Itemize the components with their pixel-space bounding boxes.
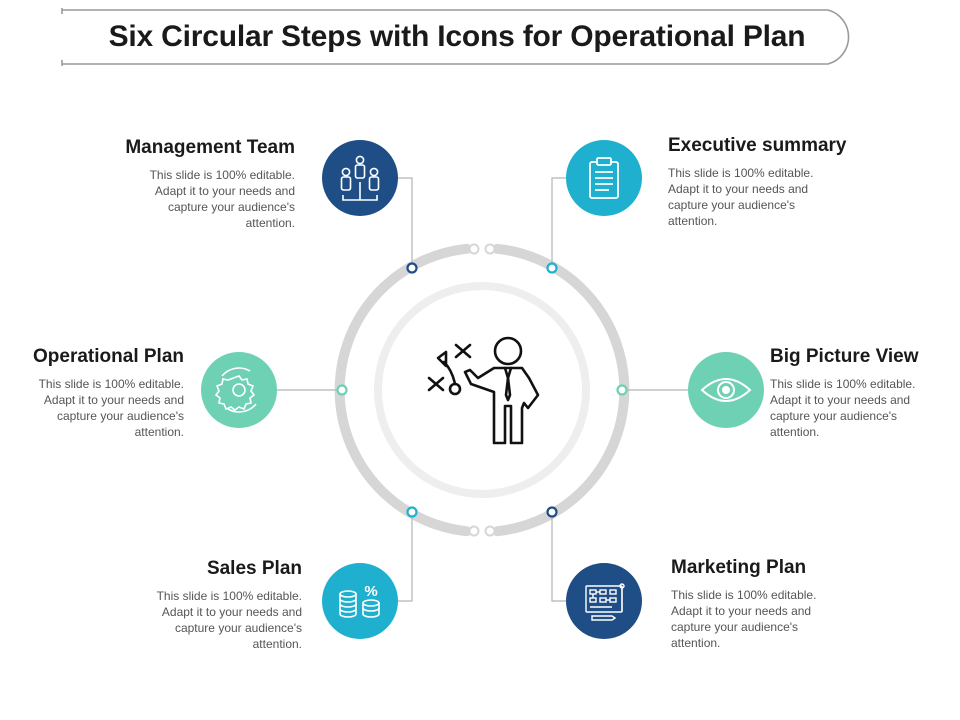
step-sales-plan: Sales Plan This slide is 100% editable. …	[130, 558, 302, 652]
step-description: This slide is 100% editable. Adapt it to…	[770, 377, 916, 439]
step-heading: Marketing Plan	[671, 557, 807, 578]
step-description: This slide is 100% editable. Adapt it to…	[156, 589, 302, 651]
gear-cycle-icon	[201, 352, 277, 428]
step-marketing-plan: Marketing Plan This slide is 100% editab…	[671, 557, 871, 651]
team-icon	[322, 140, 398, 216]
coins-percent-icon: %	[322, 563, 398, 639]
outer-ring	[334, 243, 630, 537]
step-executive-summary: Executive summary This slide is 100% edi…	[668, 135, 888, 229]
step-description: This slide is 100% editable. Adapt it to…	[149, 168, 295, 230]
step-operational-plan: Operational Plan This slide is 100% edit…	[10, 346, 184, 440]
step-big-picture-view: Big Picture View This slide is 100% edit…	[770, 346, 955, 440]
strategy-person-icon	[427, 336, 540, 445]
svg-text:%: %	[364, 583, 377, 600]
step-description: This slide is 100% editable. Adapt it to…	[668, 166, 814, 228]
step-description: This slide is 100% editable. Adapt it to…	[38, 377, 184, 439]
connector-lines	[277, 177, 688, 602]
step-description: This slide is 100% editable. Adapt it to…	[671, 588, 817, 650]
step-management-team: Management Team This slide is 100% edita…	[100, 137, 295, 231]
step-heading: Operational Plan	[33, 346, 184, 367]
ring-gap-dots	[468, 243, 496, 537]
inner-ring	[374, 282, 590, 498]
step-heading: Management Team	[125, 137, 295, 158]
clipboard-icon	[566, 140, 642, 216]
step-heading: Big Picture View	[770, 346, 919, 367]
title-frame	[61, 8, 850, 66]
blueprint-icon	[566, 563, 642, 639]
eye-icon	[688, 352, 764, 428]
step-heading: Executive summary	[668, 135, 847, 156]
ring-nodes	[336, 262, 628, 518]
step-heading: Sales Plan	[206, 558, 302, 579]
page-title: Six Circular Steps with Icons for Operat…	[108, 20, 806, 53]
